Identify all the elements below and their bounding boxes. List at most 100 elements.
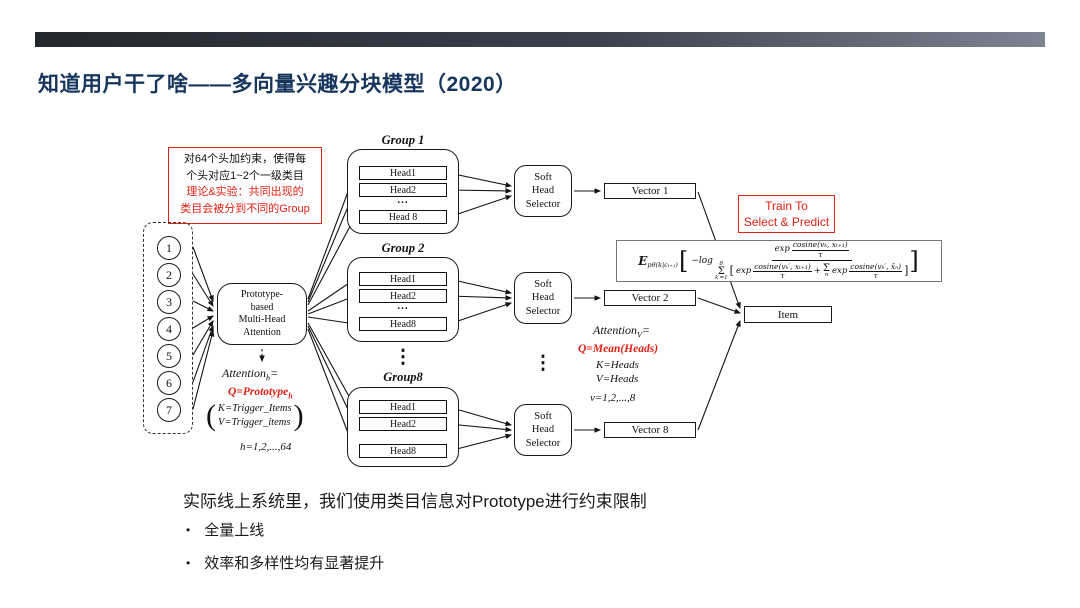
attention-v-sub: V	[637, 330, 642, 340]
selectors-ellipsis: ⋮	[533, 353, 553, 374]
input-item: 7	[157, 398, 181, 422]
attention-v-v: V=Heads	[596, 373, 639, 385]
formula-cosine: cosine(vₖ, xₜ₊₁)	[791, 240, 849, 251]
head-box: Head1	[359, 166, 447, 180]
heads-ellipsis: ...	[397, 300, 409, 312]
formula-den-bracket-open: [	[729, 264, 734, 278]
attention-h-q-sub: h	[288, 391, 293, 401]
group-label: Group 2	[381, 241, 425, 255]
sigma-symbol: Σ	[717, 265, 725, 277]
selector-line: Head	[531, 424, 555, 436]
selector-line: Soft	[534, 411, 552, 423]
formula-expectation-sub: pθ(k|cₜ₊₁)	[647, 261, 678, 269]
head-box: Head8	[359, 317, 447, 331]
head-box: Head1	[359, 400, 447, 414]
formula-inner-fraction: cosine(vₖ, xₜ₊₁) τ	[791, 240, 849, 259]
selector-line: Selector	[525, 198, 561, 210]
vector-box: Vector 1	[604, 183, 696, 199]
formula-sum2: Σ n	[823, 264, 830, 278]
formula-plus: +	[813, 265, 821, 276]
item-box: Item	[744, 306, 832, 323]
formula-cosine: cosine(vₖ′, x̄ₙ)	[849, 261, 903, 272]
input-item: 4	[157, 317, 181, 341]
formula-inner-fraction: cosine(vₖ′, x̄ₙ) τ	[849, 261, 903, 281]
formula-bracket-open: [	[678, 247, 689, 275]
attention-h-kv: ( K=Trigger_Items V=Trigger_items )	[206, 399, 304, 433]
train-box-line: Select & Predict	[743, 215, 830, 229]
train-box-line: Train To	[765, 198, 808, 213]
selector-line: Soft	[534, 279, 552, 291]
item-label: Item	[777, 308, 799, 321]
head-box: Head1	[359, 272, 447, 286]
groups-ellipsis: ⋮	[393, 347, 413, 368]
constraint-note-box: 对64个头加约束，使得每 个头对应1~2个一级类目 理论&实验：共同出现的 类目…	[168, 147, 322, 224]
page-title: 知道用户干了啥——多向量兴趣分块模型（2020）	[38, 73, 517, 96]
bullet-icon: •	[186, 555, 191, 570]
selector-line: Selector	[525, 437, 561, 449]
attention-h-label: Attentionh=	[222, 366, 278, 382]
footer-bullet: • 全量上线	[186, 519, 264, 540]
formula-expectation: E	[638, 254, 648, 268]
attention-h-q-text: Q=Prototype	[228, 386, 289, 398]
formula-sum2-sub: n	[824, 272, 829, 279]
formula-tau: τ	[780, 270, 785, 280]
constraint-note-line: 个头对应1~2个一级类目	[186, 169, 304, 182]
input-item: 2	[157, 263, 181, 287]
formula-sum-sup: 8	[719, 260, 724, 267]
attention-v-q: Q=Mean(Heads)	[578, 343, 659, 355]
input-item: 6	[157, 371, 181, 395]
formula-cosine: cosine(vₖ′, xₜ₊₁)	[753, 261, 812, 272]
soft-head-selector-box: Soft Head Selector	[514, 404, 572, 456]
selector-line: Head	[531, 292, 555, 304]
input-item: 1	[157, 236, 181, 260]
constraint-note-line: 理论&实验：共同出现的	[186, 186, 304, 198]
selector-line: Soft	[534, 172, 552, 184]
attention-v-k: K=Heads	[596, 359, 639, 371]
input-item: 5	[157, 344, 181, 368]
prototype-line: Multi-Head	[238, 314, 286, 325]
formula-main-fraction: exp cosine(vₖ, xₜ₊₁) τ 8 Σ k′=1 [ exp co…	[714, 240, 909, 281]
constraint-note-line: 类目会被分到不同的Group	[180, 202, 310, 215]
heads-ellipsis: ...	[397, 194, 409, 206]
formula-neg-log: −log	[691, 256, 713, 266]
head-box: Head2	[359, 289, 447, 303]
head-box: Head2	[359, 183, 447, 197]
formula-den-bracket-close: ]	[904, 264, 909, 278]
vector-box: Vector 8	[604, 422, 696, 438]
attention-h-k: K=Trigger_Items	[218, 402, 292, 414]
formula-tau: τ	[873, 270, 878, 280]
formula-inner-fraction: cosine(vₖ′, xₜ₊₁) τ	[753, 261, 812, 281]
attention-h-v: V=Trigger_items	[218, 417, 291, 428]
group-label: Group8	[383, 370, 423, 384]
footer-bullet-text: 效率和多样性均有显著提升	[204, 555, 385, 572]
formula-sum: 8 Σ k′=1	[714, 260, 728, 281]
attention-h-q: Q=Prototypeh	[228, 386, 293, 400]
formula-exp: exp	[774, 244, 790, 255]
formula-exp: exp	[832, 265, 848, 276]
vector-box: Vector 2	[604, 290, 696, 306]
formula-exp: exp	[735, 265, 752, 276]
attention-v-word: Attention	[593, 323, 637, 337]
attention-h-eq: =	[270, 366, 279, 380]
constraint-note-line: 对64个头加约束，使得每	[183, 153, 307, 165]
head-box: Head2	[359, 417, 447, 431]
sigma-symbol: Σ	[822, 263, 830, 275]
formula-bracket-close: ]	[909, 247, 919, 275]
selector-line: Head	[531, 185, 555, 197]
prototype-line: Prototype-	[240, 289, 284, 300]
attention-h-sub: h	[266, 373, 270, 383]
attention-v-eq: =	[641, 323, 650, 337]
soft-head-selector-box: Soft Head Selector	[514, 272, 572, 324]
head-box: Head 8	[359, 210, 447, 224]
formula-sum-sub: k′=1	[714, 274, 728, 281]
footer-bullet: • 效率和多样性均有显著提升	[186, 552, 384, 573]
attention-v-range: v=1,2,...,8	[590, 392, 636, 404]
prototype-line: based	[250, 301, 274, 313]
soft-head-selector-box: Soft Head Selector	[514, 165, 572, 217]
footer-bullet-text: 全量上线	[204, 522, 265, 539]
head-box: Head8	[359, 444, 447, 458]
paren-open: (	[206, 399, 216, 432]
